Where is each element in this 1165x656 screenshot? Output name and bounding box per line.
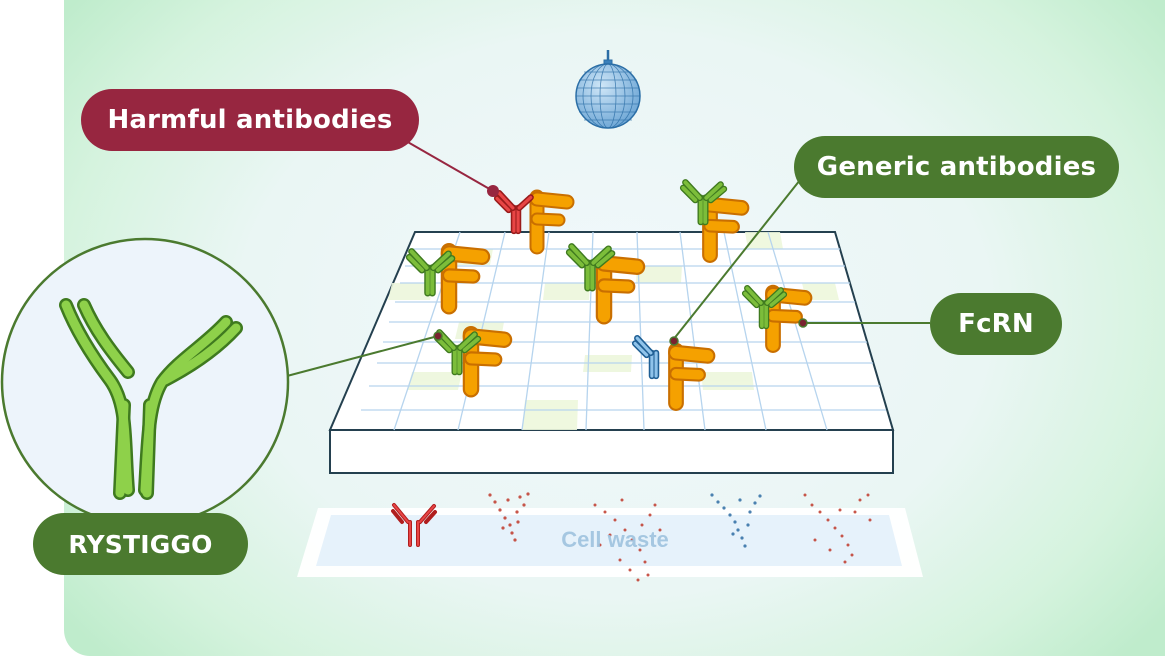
connector-lines — [286, 136, 930, 377]
fcrn-label: FcRN — [930, 293, 1062, 355]
cell-waste-label: Cell waste — [561, 527, 669, 552]
connector-dots — [433, 185, 808, 346]
rystiggo-label: RYSTIGGO — [33, 513, 248, 575]
rystiggo-inset — [0, 237, 290, 527]
sphere-icon — [575, 50, 641, 129]
rystiggo-antibody-icon — [59, 298, 243, 500]
waste-particles — [391, 492, 872, 582]
harmful-antibodies-label: Harmful antibodies — [81, 89, 419, 151]
cell-waste-area — [297, 508, 923, 577]
generic-antibodies-label: Generic antibodies — [794, 136, 1119, 198]
harmful-antibody-icon — [497, 193, 531, 231]
